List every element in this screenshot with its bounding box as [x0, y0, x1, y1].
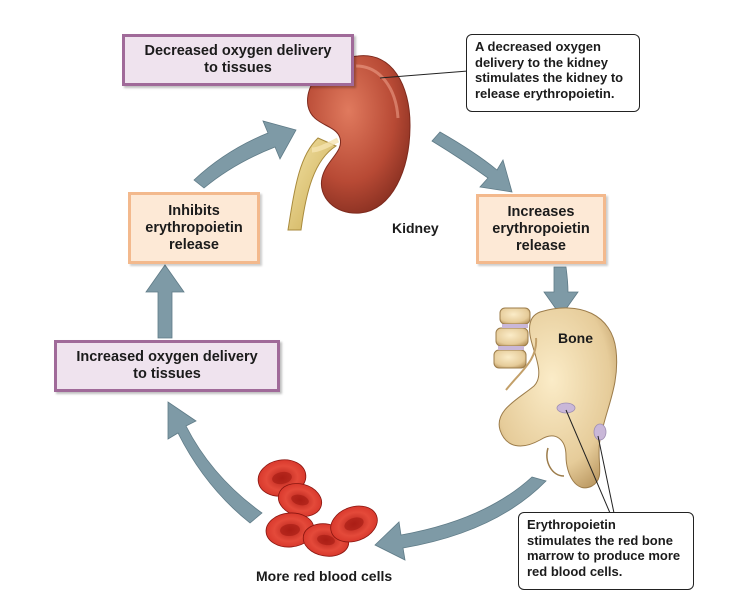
- label-kidney: Kidney: [392, 220, 439, 236]
- label-bone: Bone: [558, 330, 593, 346]
- label-red-blood-cells: More red blood cells: [256, 568, 393, 584]
- arrow-bone-to-rbc: [374, 476, 547, 561]
- kidney-shape: [307, 55, 411, 214]
- callout-marrow-note-text: Erythropoietin stimulates the red bone m…: [527, 517, 681, 579]
- box-increases-erythropoietin: Increases erythropoietin release: [476, 194, 606, 264]
- callout-kidney-note-text: A decreased oxygen delivery to the kidne…: [475, 39, 624, 101]
- marrow-leader-line-1: [565, 409, 611, 514]
- callout-kidney-note: A decreased oxygen delivery to the kidne…: [466, 34, 640, 112]
- kidney-leader-line: [379, 70, 469, 79]
- box-decreased-oxygen-delivery-text: Decreased oxygen delivery to tissues: [144, 43, 332, 76]
- box-inhibits-erythropoietin-text: Inhibits erythropoietin release: [145, 202, 243, 253]
- pelvis-shape: [498, 307, 618, 489]
- red-blood-cells: [257, 459, 378, 557]
- arrow-rbc-to-increased: [167, 401, 263, 524]
- marrow-leader-line-2: [597, 435, 615, 514]
- arrow-inhibits-to-kidney: [193, 120, 297, 189]
- arrow-kidney-to-increases: [431, 131, 513, 193]
- callout-marrow-note: Erythropoietin stimulates the red bone m…: [518, 512, 694, 590]
- arrow-increases-to-bone: [543, 266, 579, 317]
- ureter: [287, 137, 338, 231]
- box-increased-oxygen-delivery: Increased oxygen delivery to tissues: [54, 340, 280, 392]
- box-inhibits-erythropoietin: Inhibits erythropoietin release: [128, 192, 260, 264]
- arrow-increased-to-inhibits: [145, 264, 185, 339]
- box-increases-erythropoietin-text: Increases erythropoietin release: [492, 203, 590, 254]
- box-increased-oxygen-delivery-text: Increased oxygen delivery to tissues: [76, 349, 258, 382]
- cycle-arrows: [145, 120, 579, 561]
- box-decreased-oxygen-delivery: Decreased oxygen delivery to tissues: [122, 34, 354, 86]
- kidney-illustration: [287, 55, 411, 231]
- leader-lines: [379, 70, 615, 514]
- bone-illustration: [493, 307, 618, 489]
